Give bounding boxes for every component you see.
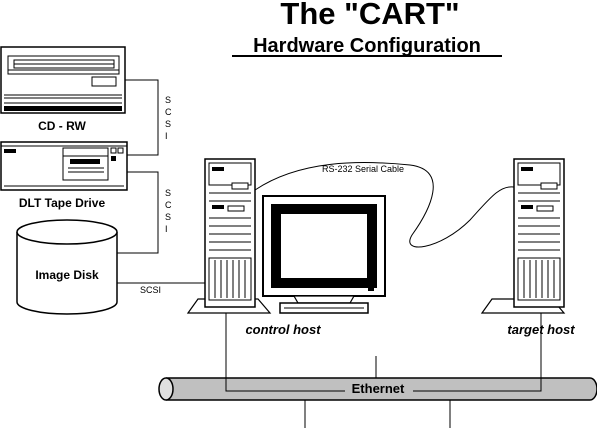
ethernet-drops [225, 313, 542, 428]
scsi-lower-label: S C S I [165, 188, 172, 234]
scsi-disk-label: SCSI [140, 285, 161, 295]
page-title: The "CART" [280, 0, 459, 31]
scsi-upper-label: S C S I [165, 95, 172, 141]
monitor-icon [262, 195, 386, 314]
svg-text:C: C [165, 107, 172, 117]
svg-text:S: S [165, 119, 171, 129]
image-disk-icon [16, 219, 118, 315]
svg-text:S: S [165, 188, 171, 198]
svg-text:I: I [165, 131, 168, 141]
cdrw-drive-icon [0, 46, 126, 114]
svg-text:S: S [165, 212, 171, 222]
ethernet-label: Ethernet [352, 381, 405, 396]
cdrw-label: CD - RW [38, 119, 86, 133]
page-subtitle: Hardware Configuration [253, 35, 481, 57]
dlt-label: DLT Tape Drive [19, 196, 106, 210]
rs232-label: RS-232 Serial Cable [322, 164, 404, 174]
control-host-label: control host [245, 322, 321, 337]
target-host-tower-icon [480, 158, 566, 314]
svg-text:S: S [165, 95, 171, 105]
image-disk-label: Image Disk [35, 268, 99, 282]
svg-text:C: C [165, 200, 172, 210]
dlt-tape-drive-icon [0, 141, 128, 191]
scsi-cable-upper [125, 79, 159, 156]
scsi-cable-lower [117, 171, 159, 254]
svg-text:I: I [165, 224, 168, 234]
rs232-serial-cable [254, 162, 515, 248]
control-host-tower-icon [186, 158, 272, 314]
